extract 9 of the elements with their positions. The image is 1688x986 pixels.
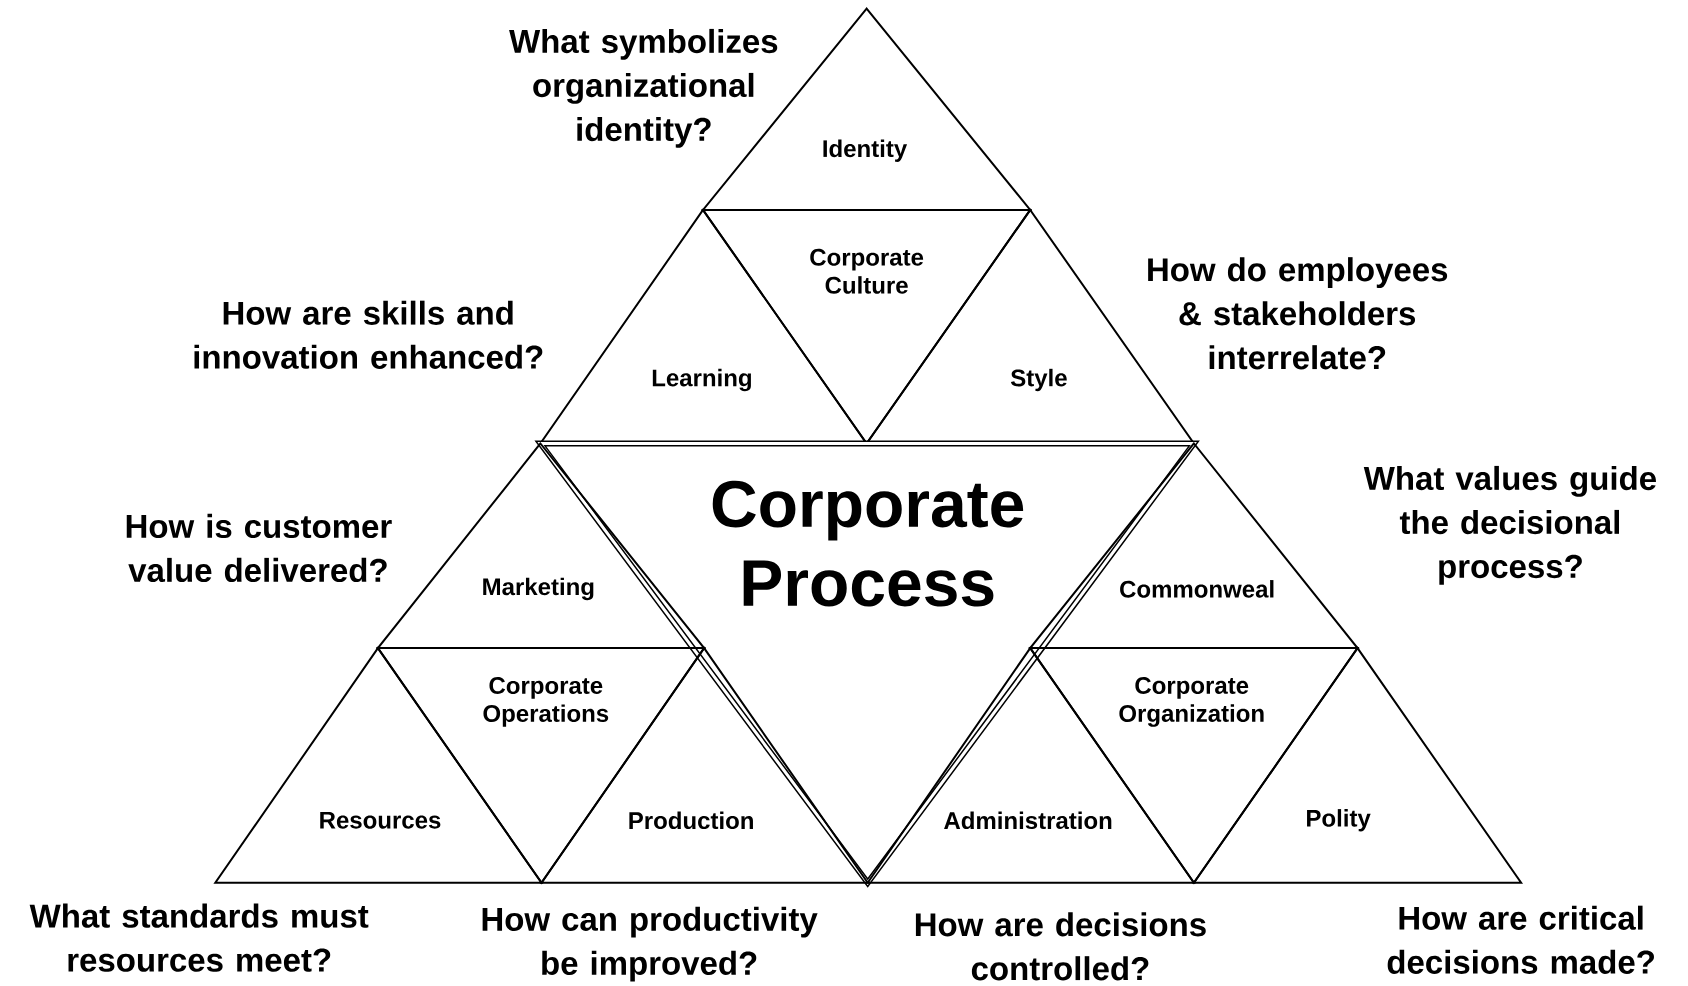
question-text: How can productivity be improved? xyxy=(482,906,818,982)
question-text: How are decisions controlled? xyxy=(915,912,1206,981)
question-text: How do employees & stakeholders interrelate? xyxy=(1148,257,1448,370)
question-text: What values guide the decisional process? xyxy=(1363,465,1656,585)
question-text: What standards must resources meet? xyxy=(29,903,369,972)
question-text: How is customer value delivered? xyxy=(126,513,392,583)
question-text: How are skills and innovation enhanced? xyxy=(194,300,543,369)
question-text: How are critical decisions made? xyxy=(1387,905,1654,974)
question-text: What symbolizes organizational identity? xyxy=(509,28,778,148)
